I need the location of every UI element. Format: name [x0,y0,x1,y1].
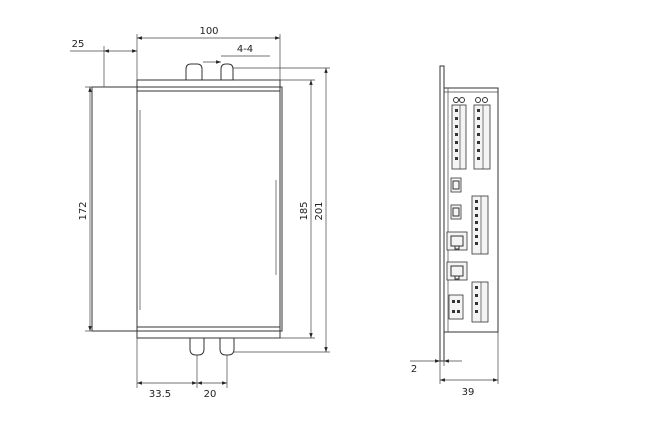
dim-flange: 2 [411,364,417,375]
usb-port-1 [450,177,462,193]
housing-outline [91,86,283,332]
terminal-block-3 [471,195,489,255]
dim-depth: 39 [462,387,475,398]
dim-front-width: 100 [199,26,218,37]
top-slot-right [220,63,234,80]
dim-height-172: 172 [78,201,89,220]
bottom-flange [136,331,281,339]
dim-bottom-left: 33.5 [149,389,171,400]
dim-bottom-slot: 20 [204,389,217,400]
usb-port-2 [450,204,462,220]
top-slot-left [185,63,203,80]
terminal-block-1 [451,104,467,170]
rj45-port-1 [446,231,468,251]
side-body [443,87,499,333]
bottom-slot-left [189,338,205,356]
side-view: 2 39 [410,65,499,398]
dim-slot-label: 4-4 [237,44,253,55]
side-flange [439,65,445,362]
front-view: 100 25 4-4 172 185 201 33.5 20 [70,26,330,400]
dim-left-offset: 25 [72,39,85,50]
power-connector [448,294,464,320]
rj45-port-2 [446,261,468,281]
dim-height-201: 201 [314,201,325,220]
dim-height-185: 185 [299,201,310,220]
terminal-block-4 [471,281,489,323]
terminal-block-2 [473,104,491,170]
top-flange [136,79,281,87]
bottom-slot-right [219,338,235,356]
